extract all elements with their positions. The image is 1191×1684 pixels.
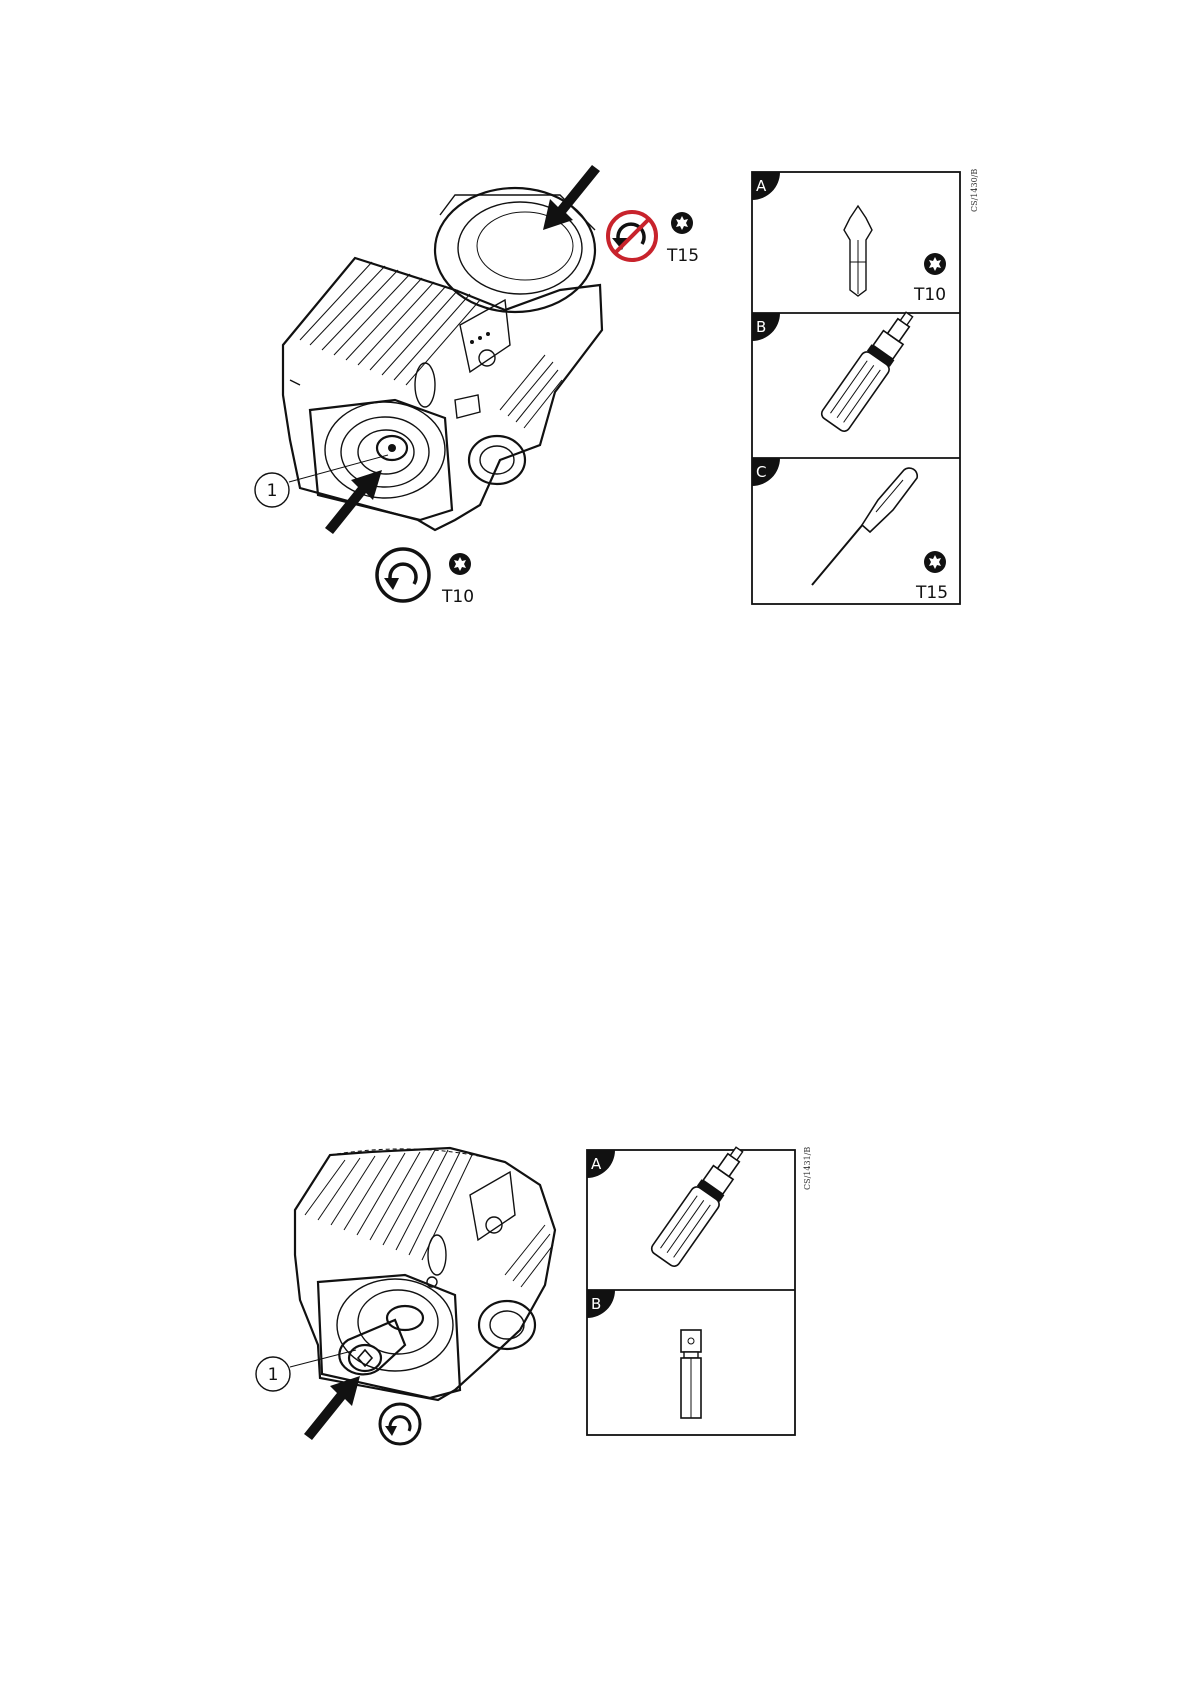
svg-text:B: B: [756, 318, 766, 336]
figure-1: 1 T15 T10: [255, 165, 979, 607]
pump-illustration-bottom: [295, 1148, 555, 1400]
torx-icon: [671, 212, 693, 234]
figure-code: CS/1431/B: [803, 1147, 812, 1190]
arrow-icon: [543, 165, 600, 230]
torx-icon: [449, 553, 471, 575]
svg-text:1: 1: [267, 481, 278, 501]
svg-text:B: B: [591, 1295, 601, 1313]
top-tool-size: T15: [666, 246, 699, 266]
bottom-tool-size: T10: [441, 587, 474, 607]
svg-text:1: 1: [268, 1365, 279, 1385]
tool-panel-2: A B: [587, 1140, 795, 1435]
svg-text:A: A: [756, 177, 767, 195]
no-rotate-icon: [608, 212, 656, 260]
arrow-icon: [304, 1376, 360, 1440]
arrow-icon: [325, 470, 382, 534]
torx-icon: [924, 551, 946, 573]
svg-text:A: A: [591, 1155, 602, 1173]
svg-text:T10: T10: [913, 285, 946, 305]
counterclockwise-rotate-icon: [380, 1404, 420, 1444]
torx-icon: [924, 253, 946, 275]
tool-panel-1: A T10 B: [752, 172, 960, 604]
svg-text:C: C: [756, 463, 766, 481]
counterclockwise-rotate-icon: [377, 549, 429, 601]
pump-illustration-top: [283, 188, 602, 530]
svg-text:T15: T15: [915, 583, 948, 603]
figure-code: CS/1430/B: [970, 169, 979, 212]
figure-2: 1 A: [256, 1140, 812, 1444]
